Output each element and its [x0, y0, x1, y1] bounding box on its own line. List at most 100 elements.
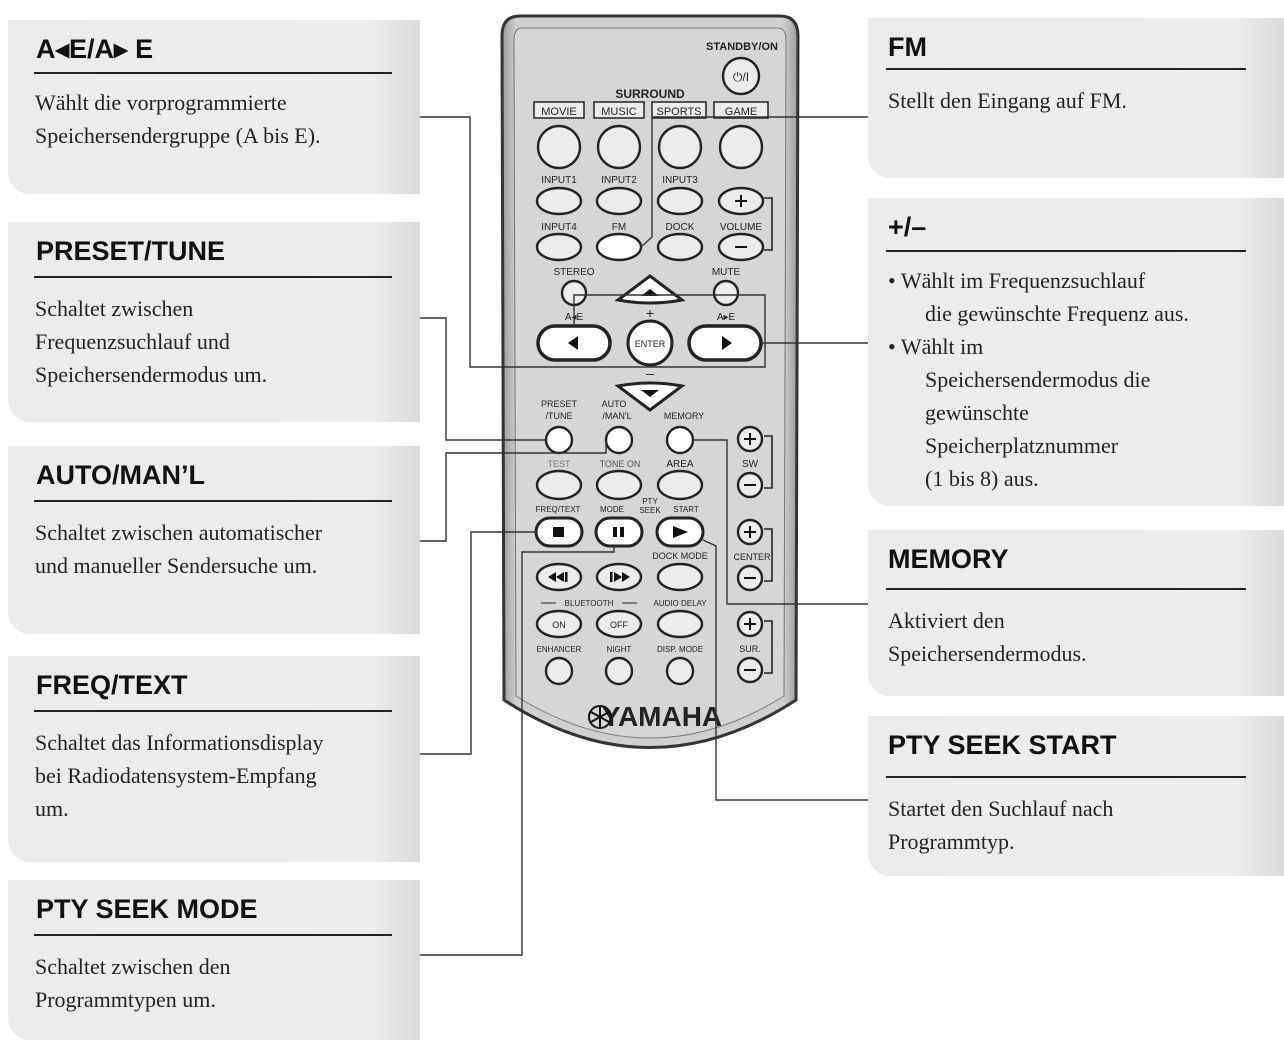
callout-auto-manl: AUTO/MAN’L Schaltet zwischen automatisch…: [8, 446, 420, 634]
bluetooth-label: BLUETOOTH: [565, 599, 614, 608]
callout-pty-seek-start: PTY SEEK START Startet den Suchlauf nach…: [868, 716, 1284, 876]
enhancer-button[interactable]: [544, 656, 574, 686]
callout-title: PTY SEEK START: [888, 730, 1117, 760]
area-label: AREA: [666, 459, 694, 470]
music-button[interactable]: [596, 124, 642, 170]
dock-label: DOCK: [666, 222, 695, 233]
input2-button[interactable]: [595, 186, 643, 216]
night-button[interactable]: [604, 656, 634, 686]
enter-label: ENTER: [635, 339, 666, 349]
enhancer-label: ENHANCER: [537, 645, 582, 654]
callout-title: PRESET/TUNE: [36, 236, 226, 266]
callout-desc: Startet den Suchlauf nach Programmtyp.: [888, 796, 1114, 854]
skip-back-bar: [565, 572, 568, 582]
callout-desc: Schaltet zwischen automatischer und manu…: [35, 520, 323, 578]
start-label: START: [673, 505, 699, 514]
game-label: GAME: [725, 106, 757, 118]
callout-desc: Schaltet zwischen den Programmtypen um.: [35, 954, 231, 1012]
pause-icon: [613, 527, 617, 537]
callout-rule: [886, 776, 1246, 778]
preset-label-2: /TUNE: [546, 411, 573, 421]
mute-label: MUTE: [712, 267, 741, 278]
callout-title: PTY SEEK MODE: [36, 894, 258, 924]
preset-tune-button[interactable]: [544, 425, 574, 455]
arrow-down-icon: [641, 390, 659, 397]
seek-label: SEEK: [639, 506, 661, 515]
surround-label: SURROUND: [615, 87, 685, 101]
callout-title: +/–: [888, 212, 927, 242]
callout-title: FREQ/TEXT: [36, 670, 188, 700]
sw-label: SW: [742, 459, 759, 470]
preset-label-1: PRESET: [541, 399, 578, 409]
callout-title: AUTO/MAN’L: [36, 460, 205, 490]
on-label: ON: [552, 620, 566, 630]
auto-manl-button[interactable]: [604, 425, 634, 455]
game-button[interactable]: [718, 124, 764, 170]
area-button[interactable]: [656, 469, 704, 501]
memory-label: MEMORY: [664, 411, 704, 421]
input1-button[interactable]: [535, 186, 583, 216]
yamaha-logo: YAMAHA: [602, 701, 722, 732]
test-button[interactable]: [535, 469, 583, 501]
audio-delay-button[interactable]: [656, 609, 704, 639]
input3-button[interactable]: [656, 186, 704, 216]
callout-title: MEMORY: [888, 544, 1009, 574]
callout-desc: Schaltet zwischen Frequenzsuchlauf und S…: [35, 296, 268, 387]
night-label: NIGHT: [607, 645, 632, 654]
pty-seek-mode-button[interactable]: [594, 516, 644, 548]
callout-ae-group: A◂E/A▸ E Wählt die vorprogrammierte Spei…: [8, 20, 420, 194]
auto-label-2: /MAN'L: [602, 411, 631, 421]
callout-rule: [34, 710, 392, 712]
plus-icon: [744, 433, 756, 445]
input2-label: INPUT2: [601, 175, 637, 186]
callout-plus-minus: +/– • Wählt im Frequenzsuchlauf die gewü…: [868, 198, 1284, 506]
callout-desc: Wählt die vorprogrammierte Speichersende…: [35, 90, 321, 148]
volume-label: VOLUME: [720, 222, 763, 233]
movie-button[interactable]: [536, 124, 582, 170]
movie-label: MOVIE: [541, 106, 576, 118]
callout-rule: [34, 276, 392, 278]
pause-icon-bar: [620, 527, 624, 537]
callout-desc: Aktiviert den Speichersendermodus.: [888, 608, 1087, 666]
input1-label: INPUT1: [541, 175, 577, 186]
group-right-label: A▸E: [717, 312, 736, 323]
music-label: MUSIC: [601, 106, 637, 118]
dock-mode-label: DOCK MODE: [652, 551, 708, 561]
test-label: TEST: [547, 459, 571, 469]
callout-fm: FM Stellt den Eingang auf FM.: [868, 18, 1284, 178]
skip-forward-icon: [614, 572, 630, 582]
standby-button[interactable]: [721, 56, 761, 96]
dock-mode-button[interactable]: [656, 562, 704, 592]
fm-label: FM: [612, 222, 626, 233]
mode-label: MODE: [600, 505, 624, 514]
callout-title: A◂E/A▸ E: [36, 34, 154, 64]
callout-rule: [34, 500, 392, 502]
tone-on-button[interactable]: [595, 469, 643, 501]
callout-rule: [886, 250, 1246, 252]
minus-icon: [744, 577, 756, 579]
off-label: OFF: [610, 620, 628, 630]
disp-mode-button[interactable]: [665, 656, 695, 686]
minus-label: –: [646, 365, 654, 381]
callout-title: FM: [888, 32, 927, 62]
sports-button[interactable]: [657, 124, 703, 170]
memory-button[interactable]: [665, 425, 695, 455]
fm-button[interactable]: [595, 232, 643, 262]
callout-desc: Schaltet das Informationsdisplay bei Rad…: [35, 730, 324, 821]
stereo-button[interactable]: [560, 279, 588, 307]
stereo-label: STEREO: [553, 267, 594, 278]
callout-rule: [886, 588, 1246, 590]
group-left-label: A◂E: [565, 312, 584, 323]
mute-button[interactable]: [712, 279, 740, 307]
plus-label: +: [646, 305, 654, 321]
callout-preset-tune: PRESET/TUNE Schaltet zwischen Frequenzsu…: [8, 222, 420, 422]
center-label: CENTER: [733, 552, 771, 562]
audio-delay-label: AUDIO DELAY: [653, 599, 707, 608]
dock-button[interactable]: [656, 232, 704, 262]
input4-button[interactable]: [535, 232, 583, 262]
sur-label: SUR.: [739, 644, 761, 654]
input3-label: INPUT3: [662, 175, 698, 186]
sports-label: SPORTS: [656, 106, 701, 118]
standby-label: STANDBY/ON: [706, 41, 778, 53]
input4-label: INPUT4: [541, 222, 577, 233]
